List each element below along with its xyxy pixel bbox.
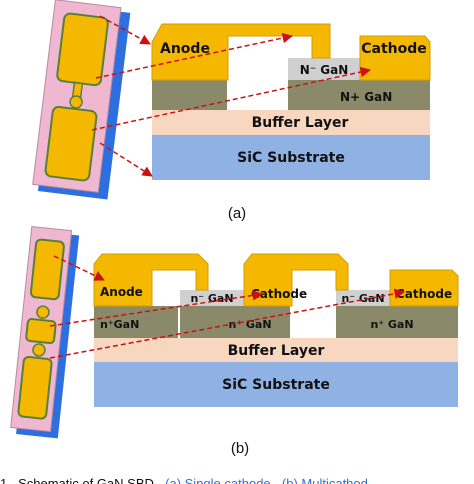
cathode-a bbox=[359, 35, 431, 81]
caption-line: 1 . Schematic of GaN SBD. (a) Single cat… bbox=[0, 476, 368, 484]
buffer-b-label: Buffer Layer bbox=[228, 343, 325, 359]
n-minus-gan-a-label: N⁻ GaN bbox=[300, 63, 349, 77]
cathode-a-label: Cathode bbox=[361, 41, 427, 57]
cathode-b-1 bbox=[243, 253, 349, 307]
chip-b-pad-1 bbox=[29, 238, 65, 301]
panel-b-tag: (b) bbox=[231, 440, 249, 457]
anode-a bbox=[151, 23, 331, 81]
caption: 1 . Schematic of GaN SBD. (a) Single cat… bbox=[0, 476, 368, 484]
cathode-b-2-label: Cathode bbox=[396, 287, 452, 301]
buffer-a-label: Buffer Layer bbox=[252, 115, 349, 131]
panel-a-tag: (a) bbox=[228, 205, 246, 222]
substrate-b-label: SiC Substrate bbox=[222, 377, 330, 393]
chip-b-pad-2 bbox=[25, 318, 57, 345]
substrate-a bbox=[152, 135, 430, 180]
buffer-b bbox=[94, 338, 458, 362]
n-minus-gan-b-2-label: n⁻ GaN bbox=[341, 292, 384, 305]
arrow-a-1 bbox=[99, 15, 151, 45]
chip-b-pad-3 bbox=[17, 355, 53, 420]
n-plus-gan-a-left bbox=[152, 80, 227, 110]
anode-a-label: Anode bbox=[160, 41, 210, 57]
arrow-b-1 bbox=[53, 255, 105, 281]
n-plus-gan-a-right bbox=[288, 80, 430, 110]
chip-b bbox=[10, 225, 80, 439]
chip-b-via-2 bbox=[32, 343, 46, 357]
n-plus-gan-b-2-label: n⁺ GaN bbox=[228, 318, 271, 331]
chip-a-pad-bottom bbox=[44, 105, 98, 182]
n-plus-gan-a-label: N+ GaN bbox=[340, 90, 392, 104]
anode-b bbox=[93, 253, 209, 307]
caption-part-a: (a) Single cathode. bbox=[165, 476, 274, 484]
arrow-a-2 bbox=[95, 32, 294, 79]
chip-a bbox=[32, 0, 131, 200]
arrow-b-3 bbox=[49, 288, 406, 359]
anode-b-label: Anode bbox=[100, 285, 143, 299]
arrow-a-4 bbox=[99, 142, 153, 177]
substrate-a-label: SiC Substrate bbox=[237, 150, 345, 166]
caption-part-b: (b) Multicathod bbox=[282, 476, 368, 484]
cathode-b-2 bbox=[389, 269, 459, 307]
chip-a-via bbox=[69, 95, 83, 109]
caption-lead: 1 . Schematic of GaN SBD. bbox=[0, 476, 158, 484]
n-plus-gan-b-1-label: n⁺GaN bbox=[100, 318, 139, 331]
n-minus-gan-b-1 bbox=[180, 290, 244, 306]
n-minus-gan-b-1-label: n⁻ GaN bbox=[190, 292, 233, 305]
n-plus-gan-b-2 bbox=[180, 306, 290, 338]
cathode-b-1-label: Cathode bbox=[251, 287, 307, 301]
n-plus-gan-b-3-label: n⁺ GaN bbox=[370, 318, 413, 331]
panel-b: SiC Substrate Buffer Layer n⁺GaN n⁺ GaN … bbox=[10, 225, 459, 457]
n-minus-gan-a bbox=[288, 58, 360, 80]
substrate-b bbox=[94, 362, 458, 407]
chip-b-via-1 bbox=[36, 305, 50, 319]
chip-a-pad-top bbox=[56, 12, 109, 87]
n-plus-gan-b-3 bbox=[336, 306, 458, 338]
n-plus-gan-b-1 bbox=[94, 306, 178, 338]
panel-a: SiC Substrate Buffer Layer N+ GaN N⁻ GaN… bbox=[32, 0, 431, 222]
arrow-b-2 bbox=[49, 290, 264, 327]
buffer-a bbox=[152, 110, 430, 135]
